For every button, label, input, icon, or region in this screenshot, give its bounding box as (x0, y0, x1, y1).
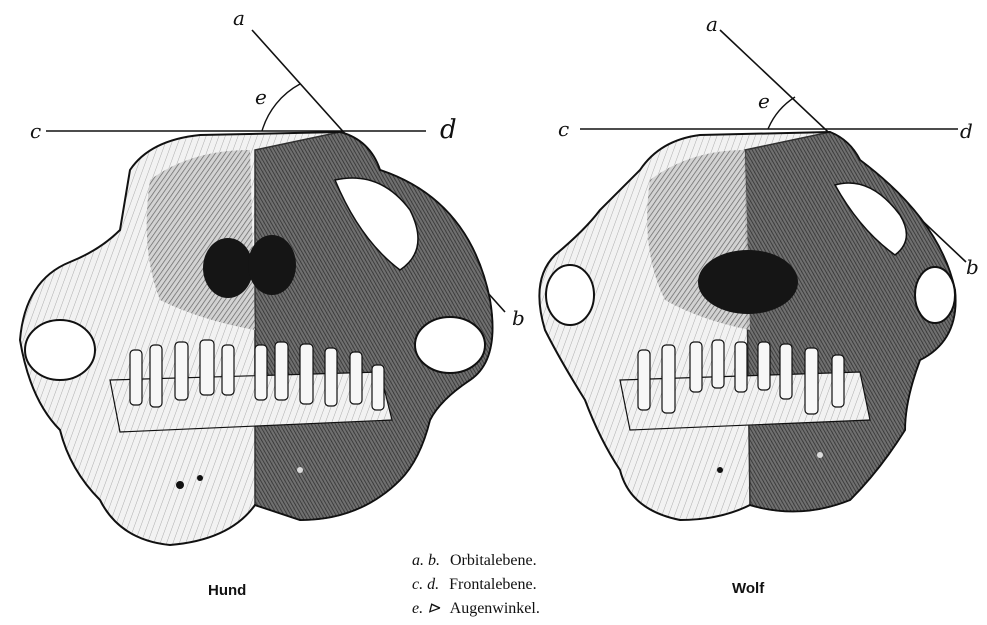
wolf-right-orbit (915, 267, 955, 323)
legend-key: c. d. (412, 576, 439, 593)
wolf-label-e: e (758, 89, 770, 113)
wolf-angle-arc (768, 97, 795, 129)
dog-label-d: d (440, 115, 457, 145)
legend-text: Frontalebene. (449, 576, 537, 593)
wolf-label-b: b (966, 255, 979, 279)
dog-left-orbit (25, 320, 95, 380)
legend-key: e. ⊳ (412, 600, 441, 617)
figure-legend: a. b. Orbitalebene. c. d. Frontalebene. … (412, 549, 672, 621)
wolf-skull-drawing (539, 30, 966, 520)
dog-label-e: e (255, 85, 267, 109)
wolf-left-orbit (546, 265, 594, 325)
dog-nasal-right (248, 235, 296, 295)
dog-label-b: b (512, 306, 525, 330)
dog-label-c: c (30, 119, 41, 143)
legend-text: Augenwinkel. (450, 600, 540, 617)
legend-key: a. b. (412, 552, 440, 569)
legend-row: c. d. Frontalebene. (412, 573, 672, 597)
dog-angle-arc (262, 84, 300, 131)
legend-row: e. ⊳ Augenwinkel. (412, 597, 672, 621)
legend-row: a. b. Orbitalebene. (412, 549, 672, 573)
wolf-nasal-opening (698, 250, 798, 314)
dog-right-orbit (415, 317, 485, 373)
wolf-label-a: a (706, 12, 718, 36)
legend-text: Orbitalebene. (450, 552, 537, 569)
wolf-label-d: d (960, 119, 973, 143)
wolf-caption: Wolf (732, 580, 765, 597)
dog-label-a: a (233, 6, 245, 30)
wolf-label-c: c (558, 117, 569, 141)
dog-caption: Hund (208, 582, 246, 599)
dog-nasal-left (203, 238, 253, 298)
